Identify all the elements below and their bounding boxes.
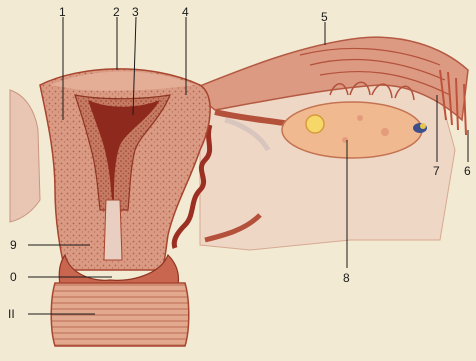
ovary-follicle [357,115,363,121]
label-9: 9 [10,239,17,251]
label-1: 1 [59,6,66,18]
label-7: 7 [433,165,440,177]
label-8: 8 [343,272,350,284]
label-4: 4 [182,6,189,18]
cervical-canal [104,200,122,260]
ovary [282,102,422,158]
ovary-follicle [381,128,389,136]
label-6: 6 [464,165,471,177]
label-2: 2 [113,6,120,18]
ovary-follicle [306,115,324,133]
label-5: 5 [321,11,328,23]
label-11: II [8,308,15,320]
ovary-pole-dot [420,123,426,129]
label-10: 0 [10,271,17,283]
label-3: 3 [132,6,139,18]
